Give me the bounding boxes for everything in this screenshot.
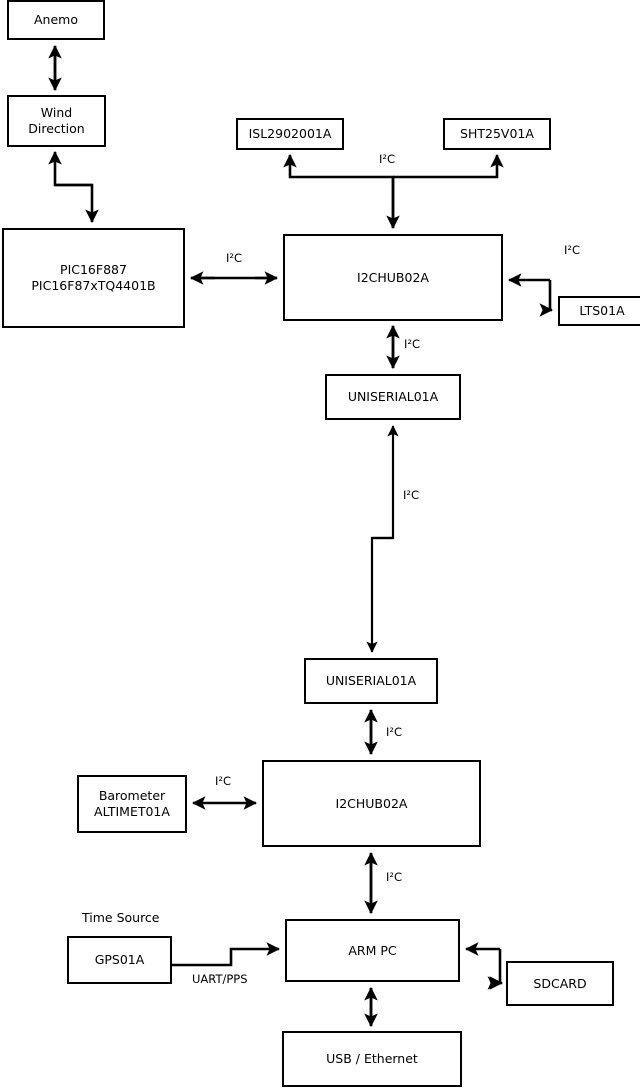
edge-gps-armpc [172, 942, 281, 967]
node-usb-ethernet[interactable]: USB / Ethernet [282, 1031, 462, 1087]
node-usb-ethernet-label: USB / Ethernet [326, 1051, 418, 1067]
node-lts01a[interactable]: LTS01A [558, 296, 640, 326]
edge-label-i2c-hub-lts: I²C [564, 243, 581, 257]
edge-label-i2c-hub-uniserial: I²C [404, 337, 421, 351]
node-barometer-altimet01a-label: Barometer ALTIMET01A [94, 788, 170, 819]
edge-wind-pic [55, 183, 99, 224]
node-i2chub02a-bottom[interactable]: I2CHUB02A [262, 760, 481, 847]
node-uniserial01a-top[interactable]: UNISERIAL01A [325, 374, 461, 420]
node-isl2902001a-label: ISL2902001A [248, 126, 332, 142]
node-sdcard-label: SDCARD [533, 975, 587, 991]
node-gps01a-label: GPS01A [94, 952, 145, 968]
edge-pic-wind [48, 150, 92, 187]
node-pic-mcu-label: PIC16F887 PIC16F87xTQ4401B [31, 262, 156, 293]
node-arm-pc[interactable]: ARM PC [285, 919, 460, 982]
node-i2chub02a-bottom-label: I2CHUB02A [335, 795, 408, 811]
edge-bus-sht [393, 153, 504, 179]
edge-hubtop-lts [539, 280, 554, 317]
node-barometer-altimet01a[interactable]: Barometer ALTIMET01A [77, 775, 187, 833]
node-sht25v01a-label: SHT25V01A [460, 126, 534, 142]
node-wind-direction-label: Wind Direction [28, 105, 85, 136]
edge-unitop-unibot [366, 536, 393, 653]
node-gps01a[interactable]: GPS01A [67, 936, 172, 984]
label-time-source: Time Source [82, 910, 160, 925]
node-sht25v01a[interactable]: SHT25V01A [443, 118, 551, 150]
edge-label-i2c-top-bus: I²C [379, 152, 396, 166]
edge-label-uart-pps: UART/PPS [192, 972, 248, 986]
node-wind-direction[interactable]: Wind Direction [7, 95, 106, 147]
node-i2chub02a-top-label: I2CHUB02A [357, 269, 429, 285]
node-anemo-label: Anemo [34, 12, 78, 28]
node-uniserial01a-bottom-label: UNISERIAL01A [325, 673, 417, 689]
node-uniserial01a-bottom[interactable]: UNISERIAL01A [304, 658, 438, 704]
edge-label-i2c-hub-armpc: I²C [386, 870, 403, 884]
node-i2chub02a-top[interactable]: I2CHUB02A [283, 234, 503, 321]
edge-hubtop-bus [283, 153, 395, 228]
node-lts01a-label: LTS01A [579, 303, 625, 319]
node-sdcard[interactable]: SDCARD [506, 961, 614, 1006]
edge-label-i2c-barometer-hub: I²C [215, 774, 232, 788]
node-pic-mcu[interactable]: PIC16F887 PIC16F87xTQ4401B [2, 228, 185, 328]
edge-unibot-unitop [372, 425, 399, 540]
edge-label-i2c-uniserial-hub: I²C [386, 725, 403, 739]
node-isl2902001a[interactable]: ISL2902001A [236, 118, 344, 150]
node-anemo[interactable]: Anemo [7, 0, 105, 40]
node-uniserial01a-top-label: UNISERIAL01A [347, 389, 439, 405]
edge-label-i2c-uniserial-uniserial: I²C [403, 488, 420, 502]
edge-label-i2c-pic-hub: I²C [226, 251, 243, 265]
node-arm-pc-label: ARM PC [348, 942, 397, 958]
